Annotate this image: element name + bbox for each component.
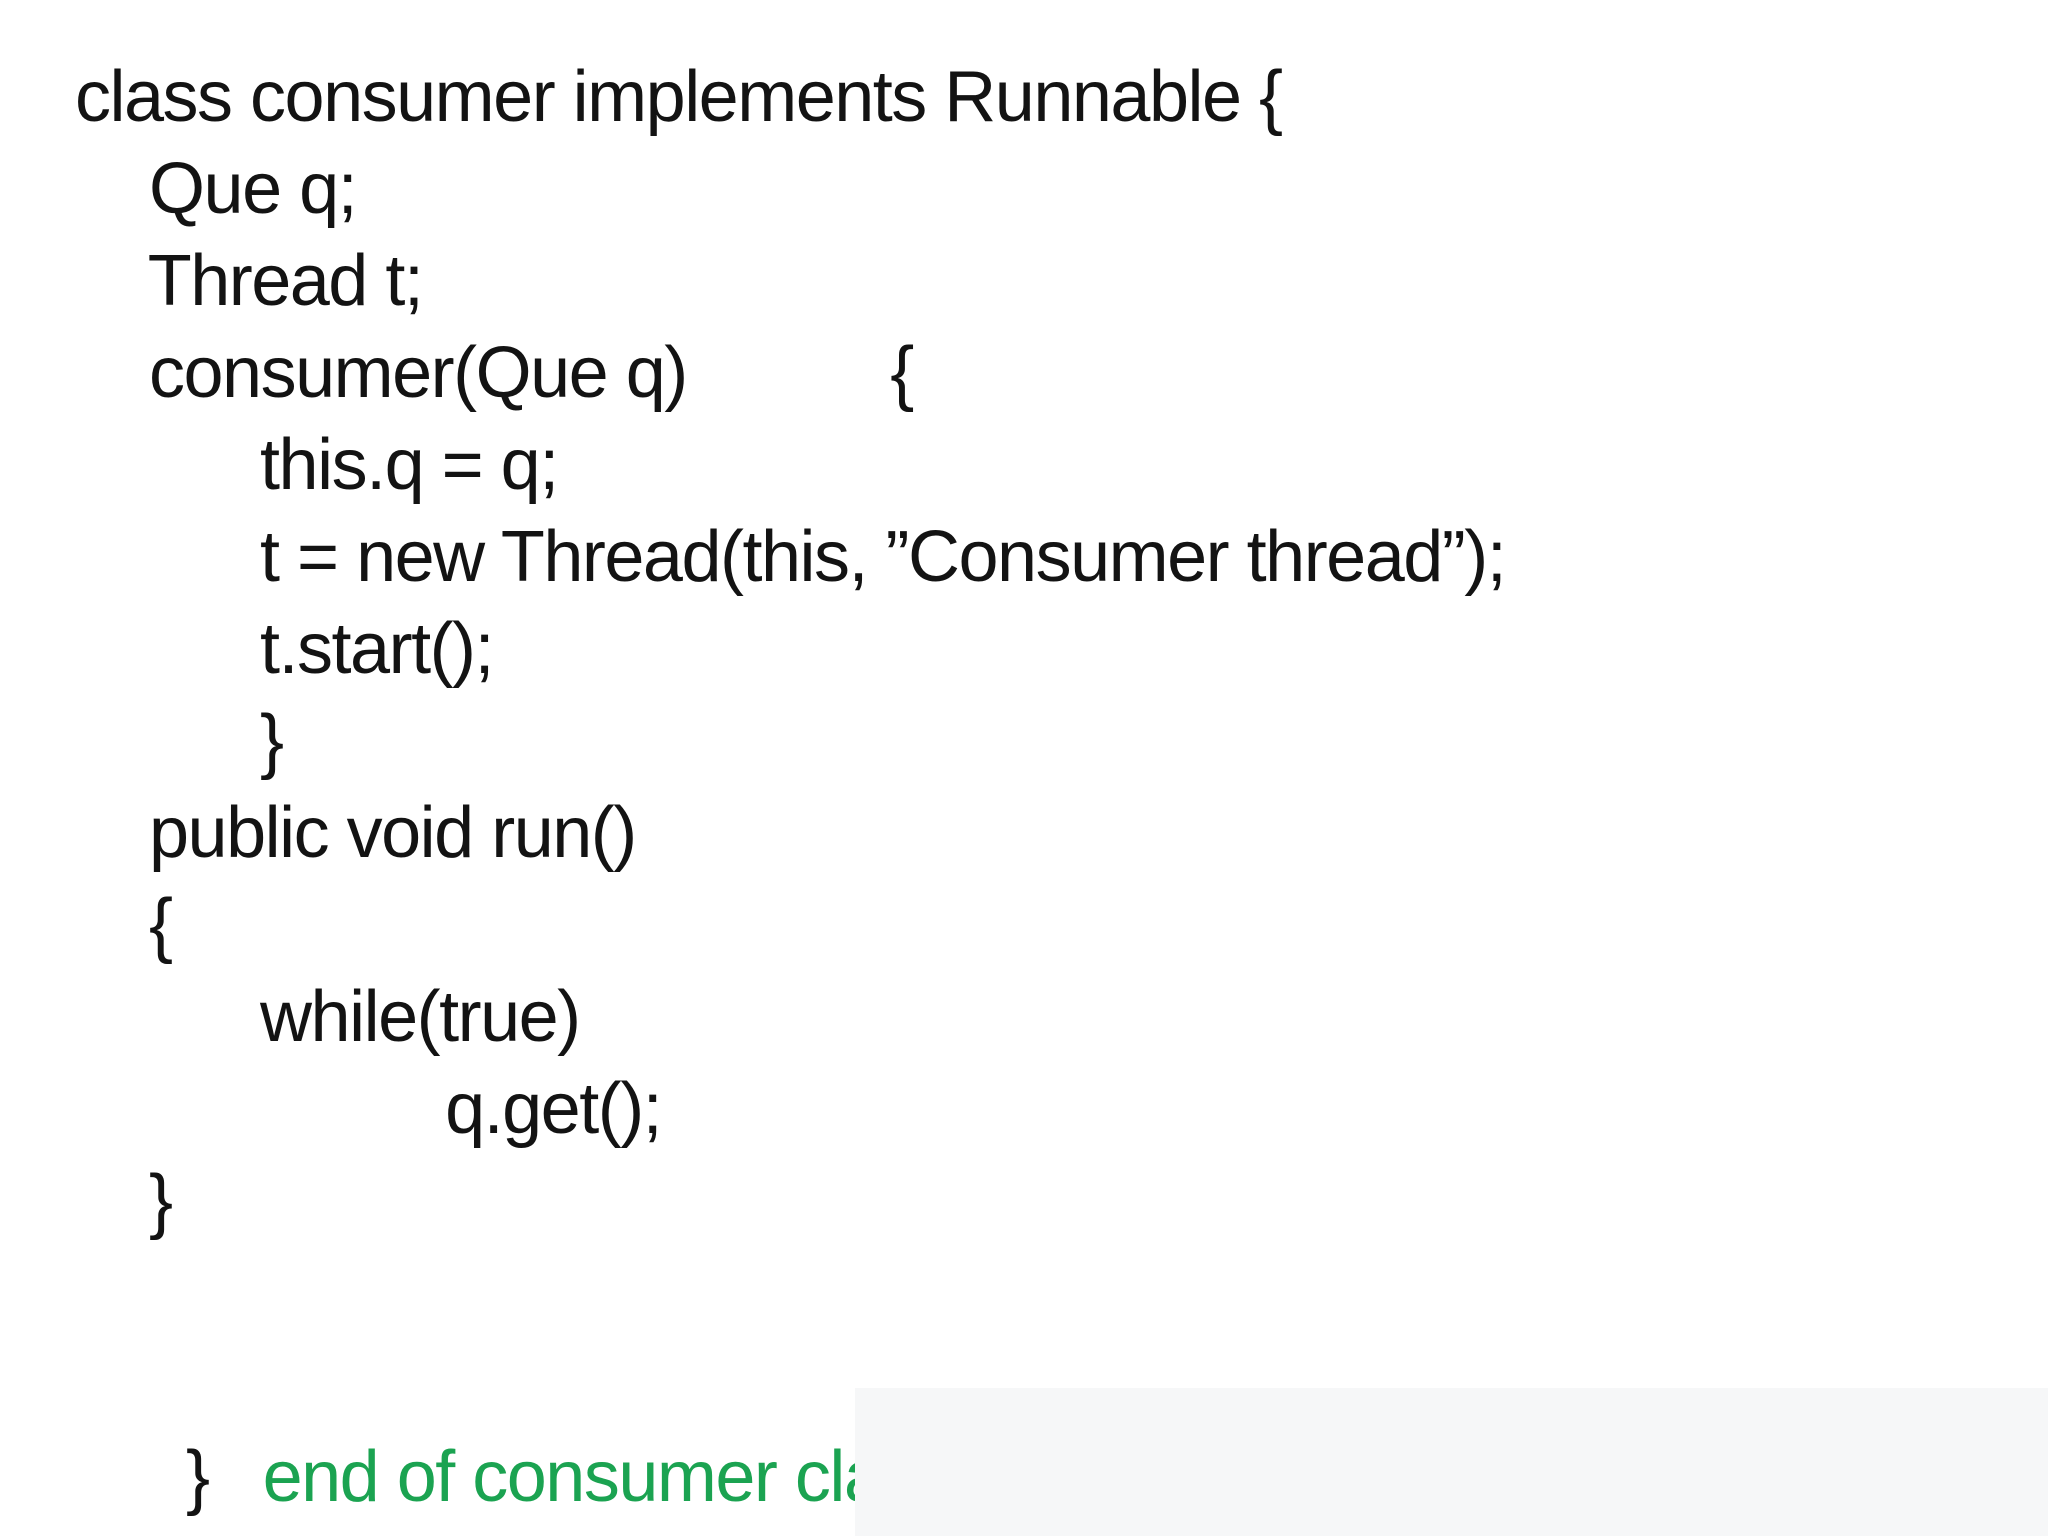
code-container: class consumer implements Runnable { Que… (75, 51, 2048, 1536)
bottom-right-shade (855, 1388, 2048, 1536)
class-closing-brace: } (186, 1437, 210, 1517)
java-code-block: class consumer implements Runnable { Que… (75, 57, 1507, 1241)
end-of-class-comment: end of consumer class (262, 1437, 953, 1517)
